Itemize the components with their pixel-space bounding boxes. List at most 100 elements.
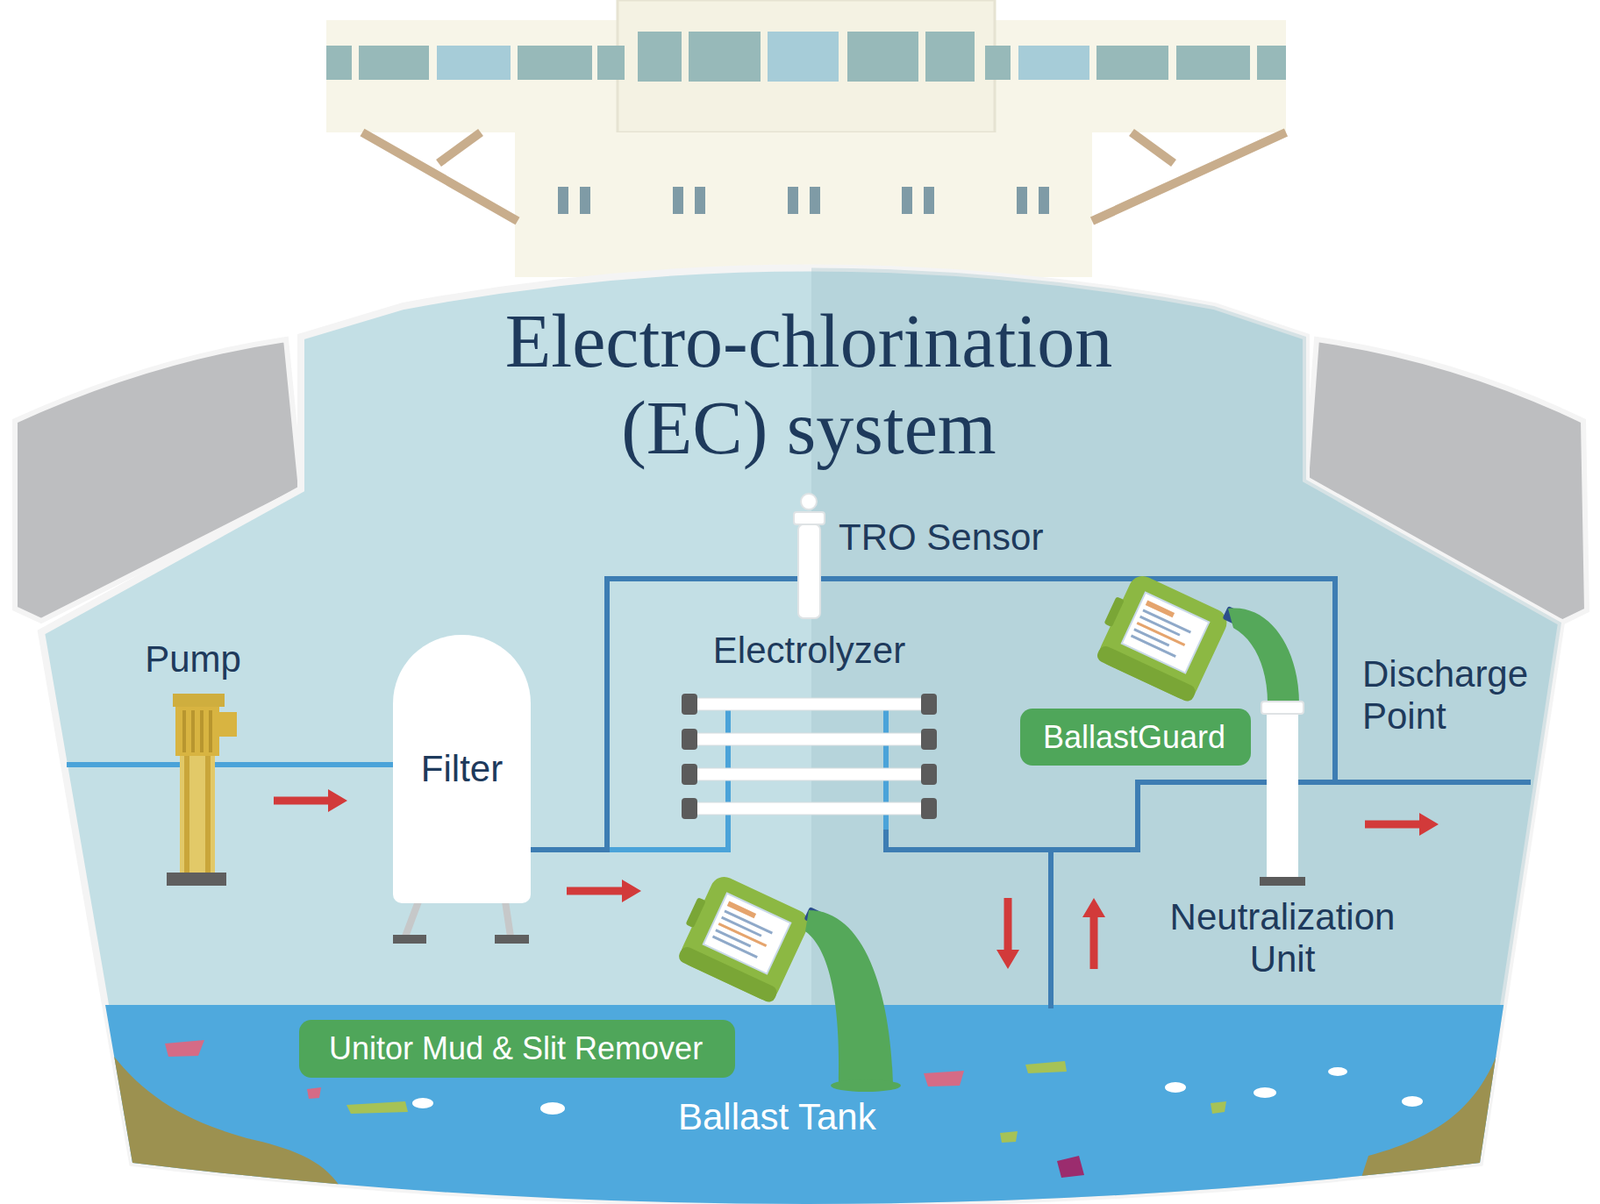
water-debris	[164, 1040, 205, 1058]
pump-symbol	[191, 710, 195, 753]
chemical-tag: Unitor Mud & Slit Remover	[299, 1020, 736, 1079]
pump-unit: Pump	[135, 638, 250, 890]
bridge-window	[597, 45, 625, 80]
chemical-stream	[805, 910, 893, 1085]
bridge-window	[767, 31, 839, 82]
flow-arrow	[566, 879, 642, 903]
water-debris	[346, 1101, 408, 1115]
node-label: Filter	[421, 748, 503, 791]
pump-symbol	[166, 872, 227, 886]
filter-legs	[494, 935, 529, 944]
chemical-jug	[703, 893, 792, 975]
tro-sensor-symbol	[800, 493, 817, 510]
bridge-window	[1257, 45, 1286, 80]
tro-sensor-symbol	[798, 524, 821, 619]
porthole-window	[923, 186, 935, 215]
pipe-label: Discharge Point	[1362, 653, 1538, 738]
chemical-jug	[670, 862, 823, 1008]
water-debris	[923, 1071, 965, 1087]
chemical-stream	[830, 1079, 901, 1093]
chemical-jug	[1094, 571, 1231, 704]
tro-sensor: TRO Sensor	[787, 491, 1055, 622]
tro-sensor-symbol	[793, 493, 825, 619]
bridge-strut	[1131, 132, 1174, 164]
tro-sensor-symbol	[793, 512, 825, 525]
pipe-group	[250, 578, 1160, 1009]
bridge-window	[925, 31, 975, 82]
filter-legs	[392, 935, 427, 944]
diagram-title: Electro-chlorination (EC) system	[466, 298, 1151, 472]
pipe-connector	[530, 829, 729, 850]
bridge-strut	[362, 132, 518, 222]
electrolyzer-tube	[692, 802, 929, 815]
chemical-jug	[727, 901, 757, 920]
chemical-jug	[1121, 592, 1210, 674]
chemical-stream	[1228, 608, 1300, 708]
electrolyzer-tube	[692, 733, 929, 746]
bridge-window	[847, 31, 919, 82]
filter-legs	[405, 901, 419, 937]
bridge-window	[326, 45, 352, 80]
flow-arrow	[996, 898, 1020, 970]
chemical-jug	[676, 872, 813, 1005]
bridge-window	[1096, 45, 1169, 80]
chemical-jug	[685, 897, 706, 929]
electrolyzer-tube	[692, 768, 929, 781]
porthole-window	[901, 186, 913, 215]
chemical-tag: BallastGuard	[1020, 708, 1251, 766]
ship-bridge	[617, 0, 995, 133]
ship-bridge	[326, 0, 1286, 278]
filter-legs	[505, 901, 511, 937]
electrolyzer-tube	[681, 764, 698, 786]
water-debris	[1164, 1082, 1186, 1093]
chemical-jug	[712, 935, 758, 959]
pump-symbol	[200, 710, 204, 753]
porthole-window	[557, 186, 569, 215]
porthole-window	[672, 186, 684, 215]
water-debris	[1401, 1096, 1423, 1108]
pump-symbol	[208, 710, 213, 753]
water-debris	[1000, 1131, 1018, 1143]
ship-bridge	[514, 132, 1093, 278]
pipe	[1159, 779, 1531, 786]
water-debris	[307, 1087, 322, 1100]
neutralization-column	[1259, 877, 1306, 886]
pump-symbol	[179, 754, 215, 874]
porthole-window	[809, 186, 821, 215]
bridge-strut	[362, 132, 1286, 222]
tank-sludge	[1350, 1017, 1509, 1204]
filter-legs	[392, 901, 529, 944]
pipe-connector	[1050, 782, 1160, 1009]
electrolyzer-tube	[681, 693, 698, 715]
bridge-strut	[1092, 132, 1286, 222]
pipe	[787, 578, 1336, 783]
bridge-window	[985, 45, 1011, 80]
ballast-tank: Ballast Tank	[107, 1008, 1492, 1185]
porthole-window	[694, 186, 706, 215]
node-label: Pump	[144, 638, 242, 681]
porthole-window	[1016, 186, 1028, 215]
electrolyzer-tube	[681, 798, 698, 820]
node-label: Ballast Tank	[678, 1096, 877, 1139]
pump-symbol	[166, 693, 237, 886]
bridge-window	[358, 45, 429, 80]
porthole-window	[1038, 186, 1050, 215]
pump-symbol	[182, 710, 186, 753]
chemical-stream	[805, 910, 901, 1093]
electrolyzer-unit: Electrolyzer	[679, 629, 939, 830]
electrolyzer-tube	[692, 698, 929, 711]
porthole-window	[579, 186, 591, 215]
node-label: TRO Sensor	[838, 516, 1043, 559]
water-debris	[1025, 1061, 1067, 1074]
bridge-strut	[438, 132, 481, 164]
neutralization-column	[1259, 701, 1306, 886]
bridge-window	[1176, 45, 1250, 80]
node-label: Electrolyzer	[713, 629, 906, 672]
flow-arrow	[1364, 813, 1439, 836]
pump-symbol	[219, 712, 237, 737]
water-debris	[1253, 1087, 1277, 1099]
water-debris	[412, 1098, 434, 1109]
node-label: BallastGuard	[1042, 719, 1226, 756]
